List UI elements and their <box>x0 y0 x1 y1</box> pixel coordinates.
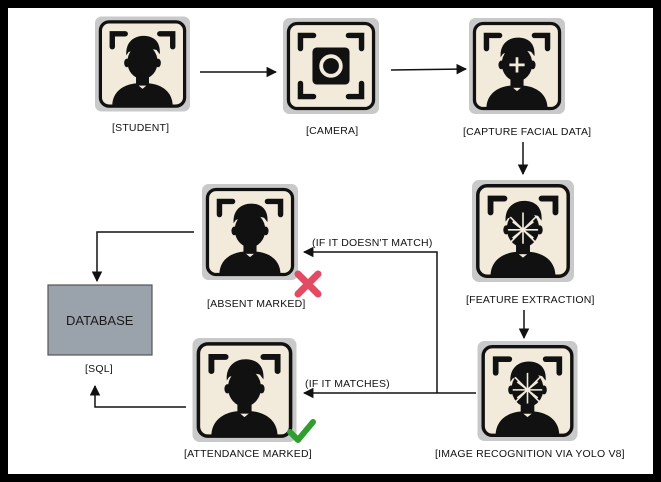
edge-absent-database <box>91 231 194 283</box>
edge-label-match: (IF IT MATCHES) <box>305 378 390 390</box>
database-label: DATABASE <box>66 313 134 328</box>
database-box <box>47 284 153 356</box>
node-student-label: [STUDENT] <box>112 122 169 134</box>
node-recognition: [IMAGE RECOGNITION VIA YOLO V8] <box>435 341 625 460</box>
face-capture-crosshair-icon <box>469 18 565 114</box>
node-absent: [ABSENT MARKED] <box>202 184 322 310</box>
node-feature-label: [FEATURE EXTRACTION] <box>466 294 595 306</box>
edge-recognition-absent <box>302 246 438 393</box>
red-cross-icon <box>294 270 322 298</box>
green-check-icon <box>287 419 316 443</box>
node-database: DATABASE [SQL] <box>47 284 153 375</box>
absent-person-icon <box>202 184 298 280</box>
node-attendance-label: [ATTENDANCE MARKED] <box>184 448 312 460</box>
database-sql-label: [SQL] <box>85 363 113 375</box>
node-absent-label: [ABSENT MARKED] <box>207 298 306 310</box>
node-attendance: [ATTENDANCE MARKED] <box>184 338 316 460</box>
node-capture-label: [CAPTURE FACIAL DATA] <box>463 126 591 138</box>
attendance-person-icon <box>193 338 297 442</box>
node-capture: [CAPTURE FACIAL DATA] <box>463 18 591 138</box>
node-camera: [CAMERA] <box>283 18 379 137</box>
node-camera-label: [CAMERA] <box>306 125 358 137</box>
student-icon <box>95 17 190 112</box>
node-student: [STUDENT] <box>95 17 190 134</box>
face-recognition-mesh-icon <box>478 341 578 441</box>
camera-shutter-icon <box>283 18 379 114</box>
edge-attendance-database <box>89 384 186 408</box>
face-mesh-icon <box>472 180 574 282</box>
node-recognition-label: [IMAGE RECOGNITION VIA YOLO V8] <box>435 448 625 460</box>
node-feature: [FEATURE EXTRACTION] <box>466 180 595 306</box>
edge-camera-capture <box>390 63 468 75</box>
edge-label-no-match: (IF IT DOESN'T MATCH) <box>312 237 433 249</box>
